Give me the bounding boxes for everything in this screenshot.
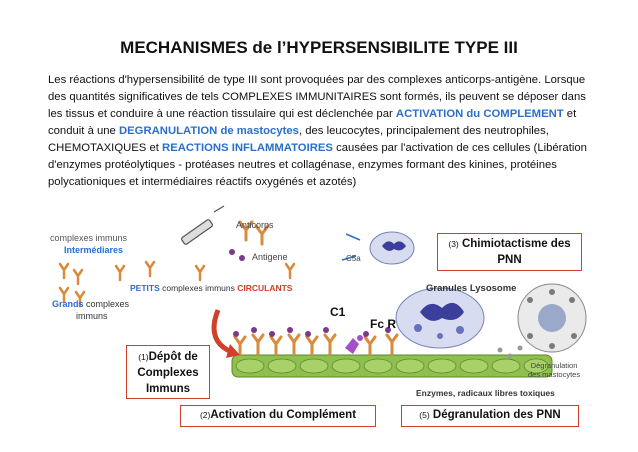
label-petits-complexes: PETITS complexes immuns CIRCULANTS [130,283,292,293]
step5-degranulation-box: (5) Dégranulation des PNN [401,405,579,427]
syringe-icon [181,206,224,245]
deposited-immune-complexes [235,335,397,354]
neutrophil-migrating [370,232,414,264]
label-fc-r: Fc R [370,317,396,331]
label-enzymes: Enzymes, radicaux libres toxiques [416,388,555,398]
neutrophil-cell [396,288,484,348]
step3-line2: PNN [438,252,581,268]
step1-depot-box: (1)Dépôt de Complexes Immuns [126,345,210,399]
label-complexes-immuns: complexes immuns [50,233,127,243]
step3-chimiotactisme-box: (3) Chimiotactisme des PNN [437,233,582,271]
step3-line1: Chimiotactisme des [459,238,571,250]
label-degranulation-line1: Dégranulation [528,361,580,370]
deposition-arrow [214,310,232,352]
mast-cell [518,284,586,352]
label-granules-lysosome: Granules Lysosome [426,283,516,294]
step1-line1: Dépôt de [149,351,198,363]
label-grands-complexes: Grands complexes [52,299,129,309]
label-petits: PETITS [130,283,160,293]
step3-number: (3) [448,239,458,249]
complement-c1-molecule [345,335,363,354]
label-immuns: immuns [76,311,108,321]
step2-number: (2) [200,410,210,420]
step1-number: (1) [138,352,148,362]
label-degranulation-line2: des mastocytes [528,370,580,379]
antigen-icon [229,249,245,261]
label-antigene: Antigene [252,252,288,262]
circulating-complexes [116,262,294,280]
step1-line2: Complexes [127,365,209,381]
label-grands: Grands [52,299,84,309]
label-c1: C1 [330,305,345,319]
step5-label: Dégranulation des PNN [430,409,561,421]
step2-label: Activation du Complément [210,409,356,421]
antigen-particles [233,327,391,337]
label-anticorps: Anticorps [236,220,274,230]
label-c5a: C5a [346,254,361,263]
label-grands-rest: complexes [84,299,130,309]
step1-line3: Immuns [127,381,209,397]
step5-number: (5) [419,410,429,420]
label-circulants: CIRCULANTS [237,283,292,293]
step2-activation-box: (2)Activation du Complément [180,405,376,427]
label-petits-rest: complexes immuns [160,283,237,293]
label-intermediaires: Intermédiares [64,245,123,255]
